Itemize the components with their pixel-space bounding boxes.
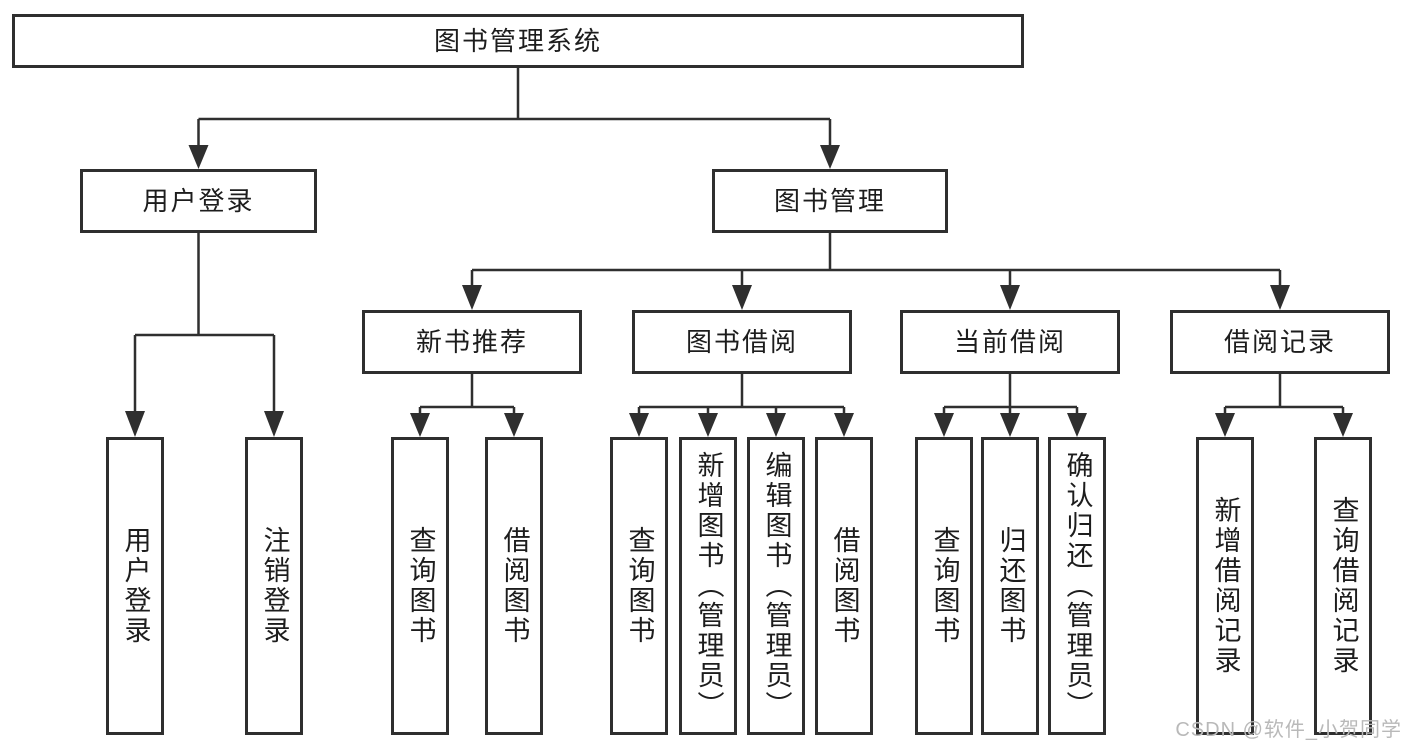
leaf-query-books-borrow-label: 查询图书 [624, 526, 655, 646]
watermark-text: CSDN @软件_小贺同学 [1175, 719, 1402, 741]
node-user-login-label: 用户登录 [142, 186, 255, 216]
connector-user-login-children [125, 233, 284, 437]
leaf-edit-book-admin-label: 编辑图书（管理员） [761, 451, 792, 721]
arrowhead-icon [1270, 285, 1290, 310]
connector-root-to-level2 [188, 68, 840, 169]
arrowhead-icon [1215, 413, 1235, 437]
leaf-user-login-label: 用户登录 [120, 526, 151, 646]
node-book-borrow: 图书借阅 [632, 310, 852, 374]
leaf-add-book-admin-label: 新增图书（管理员） [693, 451, 724, 721]
leaf-borrow-books-label: 借阅图书 [829, 526, 860, 646]
arrowhead-icon [629, 413, 649, 437]
arrowhead-icon [1000, 413, 1020, 437]
arrowhead-icon [1000, 285, 1020, 310]
arrowhead-icon [766, 413, 786, 437]
node-new-book-recommend: 新书推荐 [362, 310, 582, 374]
arrowhead-icon [698, 413, 718, 437]
connector-new-book-recommend-children [410, 374, 524, 437]
leaf-logout: 注销登录 [245, 437, 303, 735]
node-new-book-recommend-label: 新书推荐 [415, 327, 528, 357]
leaf-query-books-recommend-label: 查询图书 [405, 526, 436, 646]
node-borrow-records-label: 借阅记录 [1223, 327, 1336, 357]
leaf-user-login: 用户登录 [106, 437, 164, 735]
leaf-return-books-label: 归还图书 [995, 526, 1026, 646]
arrowhead-icon [462, 285, 482, 310]
node-root-label: 图书管理系统 [433, 26, 602, 56]
arrowhead-icon [1333, 413, 1353, 437]
leaf-edit-book-admin: 编辑图书（管理员） [747, 437, 805, 735]
node-book-management-label: 图书管理 [773, 186, 886, 216]
arrowhead-icon [264, 411, 284, 437]
node-current-borrow: 当前借阅 [900, 310, 1120, 374]
connector-current-borrow-children [934, 374, 1087, 437]
arrowhead-icon [1067, 413, 1087, 437]
leaf-add-borrow-record: 新增借阅记录 [1196, 437, 1254, 735]
leaf-borrow-books-recommend: 借阅图书 [485, 437, 543, 735]
arrowhead-icon [934, 413, 954, 437]
node-borrow-records: 借阅记录 [1170, 310, 1390, 374]
arrowhead-icon [125, 411, 145, 437]
node-user-login: 用户登录 [80, 169, 317, 233]
leaf-confirm-return-admin: 确认归还（管理员） [1048, 437, 1106, 735]
node-current-borrow-label: 当前借阅 [953, 327, 1066, 357]
arrowhead-icon [834, 413, 854, 437]
connector-book-management-children [462, 233, 1290, 310]
leaf-query-borrow-record: 查询借阅记录 [1314, 437, 1372, 735]
leaf-logout-label: 注销登录 [259, 526, 290, 646]
leaf-confirm-return-admin-label: 确认归还（管理员） [1062, 451, 1093, 721]
leaf-query-books-recommend: 查询图书 [391, 437, 449, 735]
leaf-query-books-current-label: 查询图书 [929, 526, 960, 646]
leaf-borrow-books: 借阅图书 [815, 437, 873, 735]
leaf-query-borrow-record-label: 查询借阅记录 [1328, 496, 1359, 676]
node-book-management: 图书管理 [712, 169, 948, 233]
arrowhead-icon [410, 413, 430, 437]
leaf-add-book-admin: 新增图书（管理员） [679, 437, 737, 735]
node-book-borrow-label: 图书借阅 [685, 327, 798, 357]
leaf-add-borrow-record-label: 新增借阅记录 [1210, 496, 1241, 676]
arrowhead-icon [188, 145, 209, 169]
leaf-query-books-borrow: 查询图书 [610, 437, 668, 735]
connector-borrow-records-children [1215, 374, 1353, 437]
arrowhead-icon [820, 145, 840, 169]
node-root: 图书管理系统 [12, 14, 1024, 68]
leaf-query-books-current: 查询图书 [915, 437, 973, 735]
leaf-borrow-books-recommend-label: 借阅图书 [499, 526, 530, 646]
leaf-return-books: 归还图书 [981, 437, 1039, 735]
arrowhead-icon [504, 413, 524, 437]
connector-book-borrow-children [629, 374, 854, 437]
arrowhead-icon [732, 285, 752, 310]
